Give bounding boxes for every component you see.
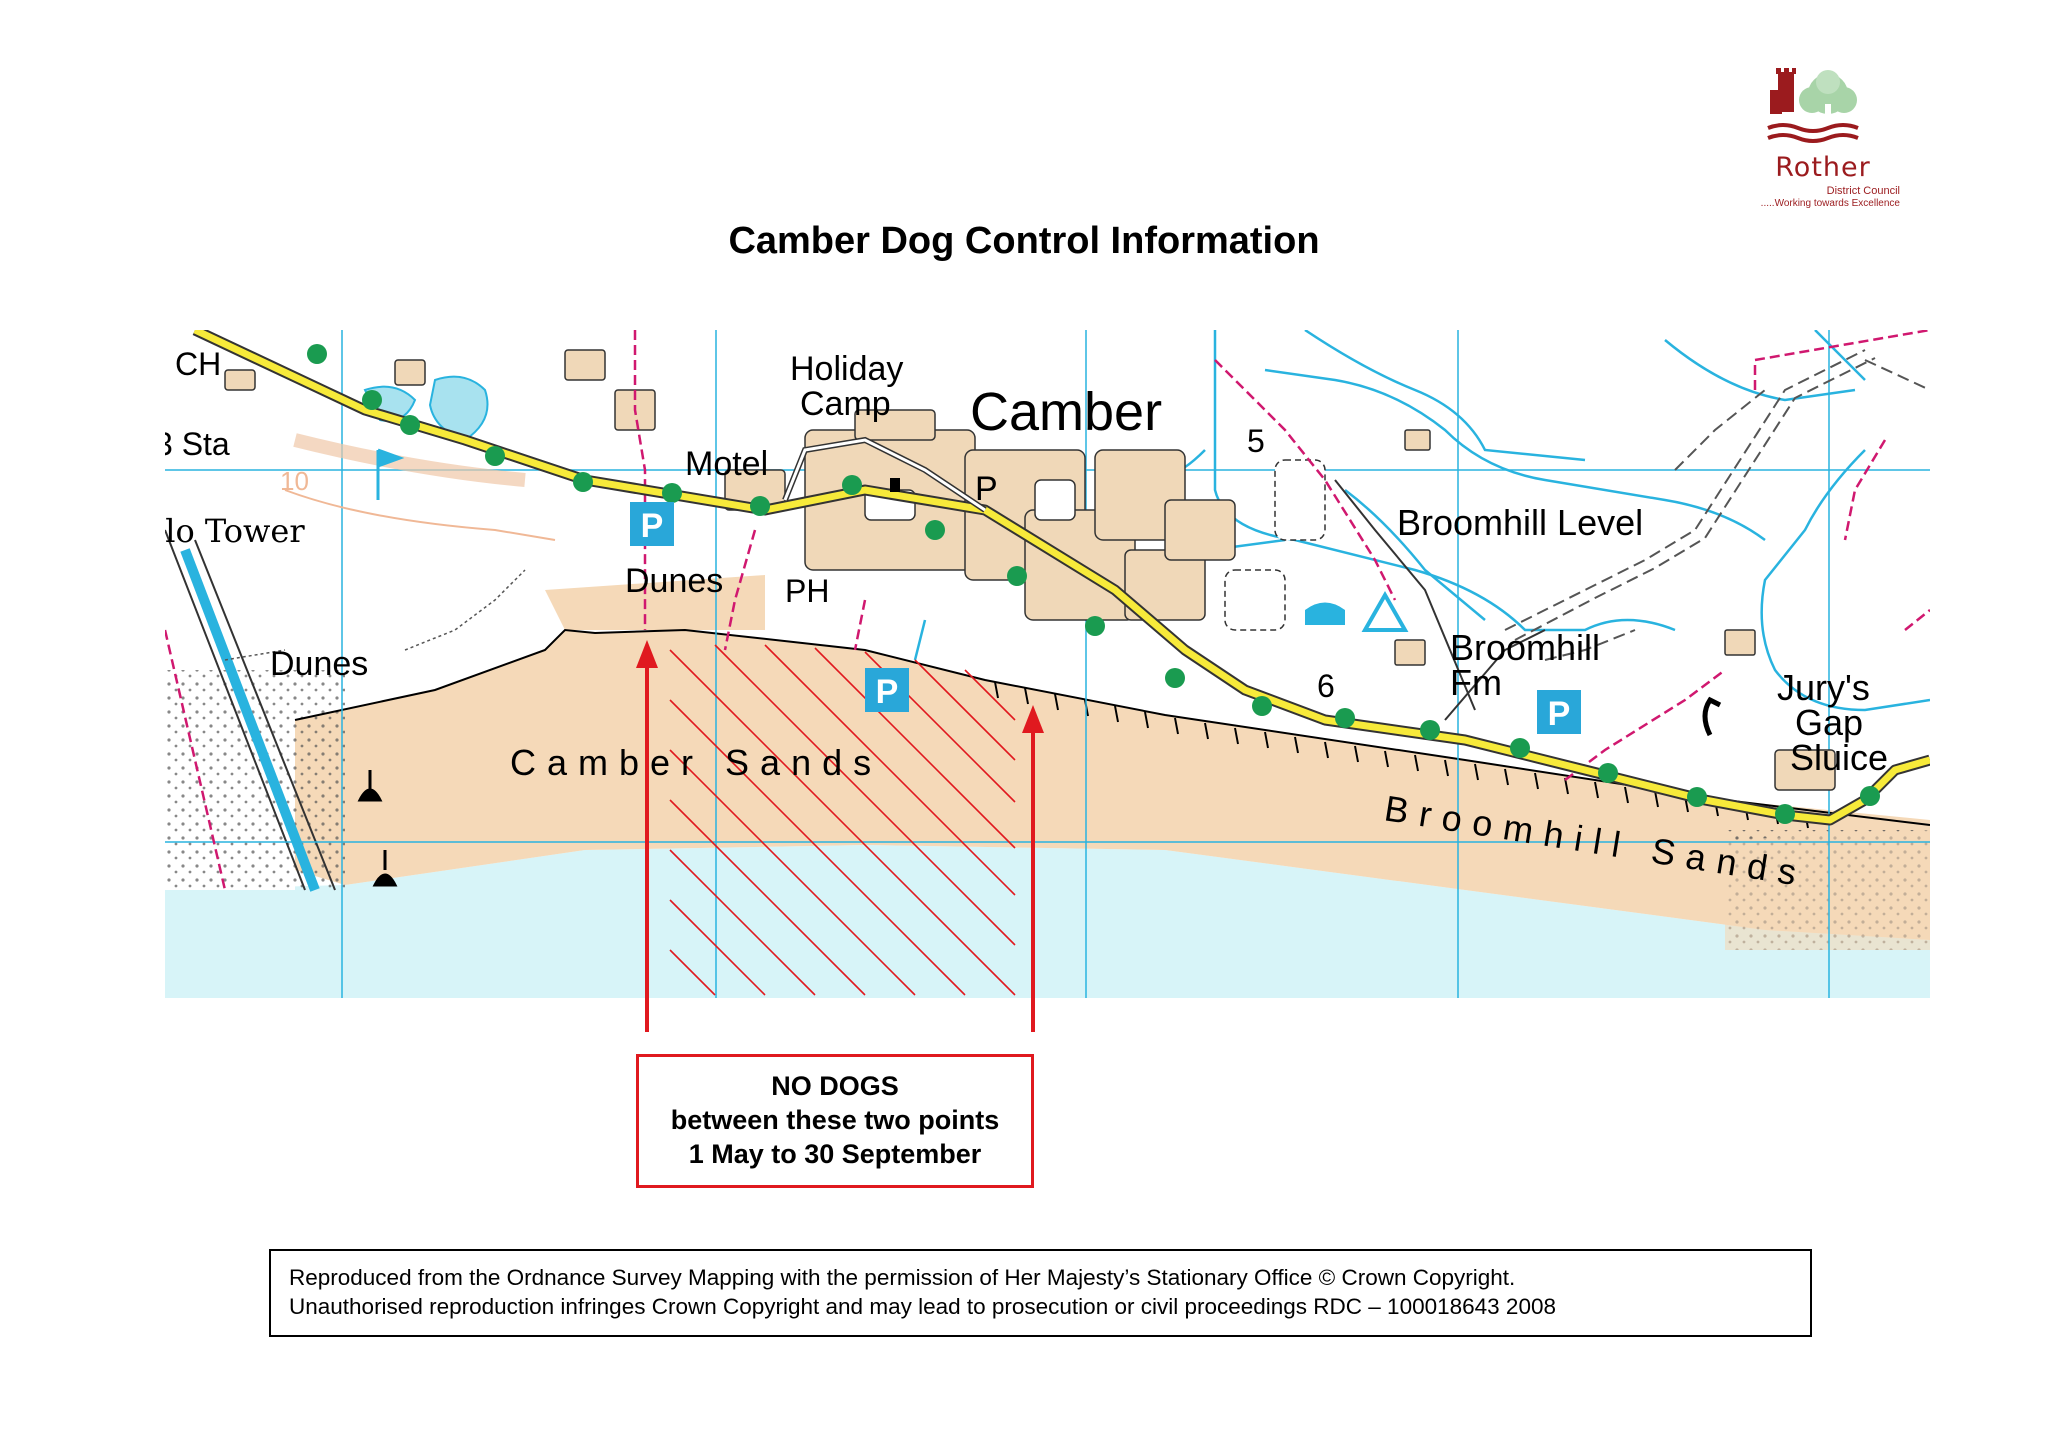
page-title: Camber Dog Control Information xyxy=(728,220,1320,262)
logo-subtitle: District Council xyxy=(1826,185,1900,197)
label-broomhill: Broomhill xyxy=(1450,627,1600,668)
no-dogs-notice: NO DOGS between these two points 1 May t… xyxy=(636,1054,1034,1188)
camber-map: P P P CH 3 Sta llo Tower Holiday Camp Ca… xyxy=(165,330,1930,998)
flag-icon xyxy=(376,448,405,500)
telephone-icon xyxy=(1702,696,1722,737)
label-contour-10: 10 xyxy=(280,466,309,496)
notice-line: between these two points xyxy=(670,1105,1000,1135)
label-ch: CH xyxy=(175,346,221,382)
parking-icon: P xyxy=(865,668,909,712)
label-dunes-north: Dunes xyxy=(625,562,723,600)
copyright-line-2: Unauthorised reproduction infringes Crow… xyxy=(289,1294,1556,1319)
logo-name: Rother xyxy=(1775,152,1871,183)
parking-icon: P xyxy=(630,502,674,546)
label-ph: PH xyxy=(785,573,829,609)
boundary-arrow-west xyxy=(636,640,658,998)
label-tower: llo Tower xyxy=(165,512,305,550)
svg-text:P: P xyxy=(641,507,664,545)
svg-text:P: P xyxy=(876,673,899,711)
label-gap: Gap xyxy=(1795,702,1863,743)
label-fm: Fm xyxy=(1450,662,1502,703)
copyright-notice: Reproduced from the Ordnance Survey Mapp… xyxy=(269,1249,1812,1337)
label-jurys: Jury's xyxy=(1777,667,1870,708)
sea-area xyxy=(165,845,1930,998)
label-motel: Motel xyxy=(685,445,768,483)
campsite-icon xyxy=(1361,590,1409,632)
parking-icon: P xyxy=(1537,690,1581,734)
label-camp: Camp xyxy=(800,385,891,423)
caravan-icon xyxy=(1305,602,1345,625)
label-p: P xyxy=(975,470,998,508)
label-sta: 3 Sta xyxy=(165,426,230,462)
svg-text:P: P xyxy=(1548,695,1571,733)
sand-area xyxy=(295,630,1930,940)
route-dots xyxy=(307,344,1880,824)
boundary-lines xyxy=(165,330,1930,891)
beacon-icon xyxy=(357,770,383,802)
label-camber-sands: Camber Sands xyxy=(510,742,882,783)
notice-heading: NO DOGS xyxy=(771,1071,899,1101)
label-dunes-west: Dunes xyxy=(270,645,368,683)
beacon-icon xyxy=(372,850,398,887)
logo-tagline: .....Working towards Excellence xyxy=(1760,198,1900,209)
ordnance-survey-map: P P P CH 3 Sta llo Tower Holiday Camp Ca… xyxy=(165,330,1930,998)
rother-logo: Rother District Council .....Working tow… xyxy=(1738,64,1908,214)
castle-tree-emblem xyxy=(1767,68,1859,143)
label-broomhill-level: Broomhill Level xyxy=(1397,502,1643,543)
dunes-sand xyxy=(545,575,765,630)
arrow-shafts xyxy=(645,998,1035,1032)
notice-dates: 1 May to 30 September xyxy=(688,1139,982,1169)
tracks xyxy=(1504,349,1930,661)
label-camber: Camber xyxy=(970,382,1162,442)
label-sluice: Sluice xyxy=(1790,737,1888,778)
boundary-arrow-east xyxy=(1022,705,1044,998)
label-holiday: Holiday xyxy=(790,350,903,388)
copyright-line-1: Reproduced from the Ordnance Survey Mapp… xyxy=(289,1265,1516,1290)
label-6: 6 xyxy=(1317,668,1335,704)
church-icon xyxy=(890,478,900,492)
label-5: 5 xyxy=(1247,423,1265,459)
